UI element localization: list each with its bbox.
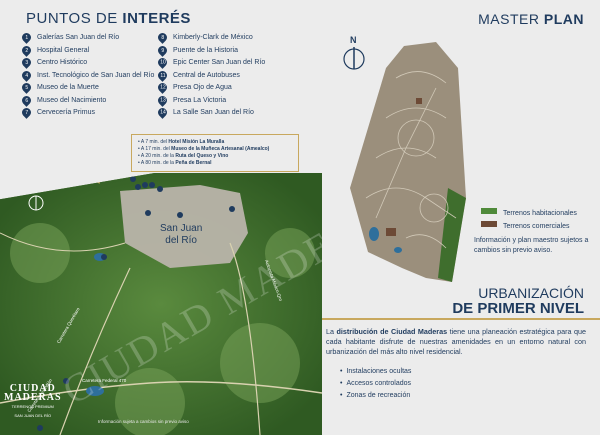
map-pin-icon: 14 xyxy=(156,106,169,119)
urbanizacion-text: La distribución de Ciudad Maderas tiene … xyxy=(326,327,586,356)
map-pin-icon: 10 xyxy=(156,56,169,69)
road-label-470: Carretera Federal 470 xyxy=(82,378,127,383)
map-pin-icon: 3 xyxy=(20,56,33,69)
map-pin-icon: 6 xyxy=(20,93,33,107)
master-north-arrow: N xyxy=(343,35,365,70)
nearby-line: • A 20 min. de la Ruta del Queso y Vino xyxy=(138,153,229,159)
map-pin-icon: 12 xyxy=(156,81,169,94)
map-pin-icon: 11 xyxy=(156,68,169,82)
master-note: Información y plan maestro sujetos a cam… xyxy=(474,237,589,254)
map-pin-icon: 1 xyxy=(20,31,33,44)
nearby-box: • A 7 min. del Hotel Misión La Muralla• … xyxy=(131,134,299,172)
brand-logo: CIUDAD MADERAS TERRENOS PREMIUM SAN JUAN… xyxy=(4,383,62,419)
north-label: N xyxy=(33,182,39,191)
nearby-line: • A 17 min. del Museo de la Muñeca Artes… xyxy=(138,146,270,152)
map-pin-icon: 13 xyxy=(156,93,169,107)
map-pin-icon: 7 xyxy=(20,106,33,119)
map-disclaimer: Información sujeta a cambios sin previo … xyxy=(98,419,189,424)
map-pin-icon: 4 xyxy=(20,68,33,82)
legend-row-commercial: Terrenos comerciales xyxy=(481,215,570,233)
master-plan-title: MASTER PLAN xyxy=(478,11,584,27)
map-pin-icon: 2 xyxy=(20,43,33,57)
terrain-map: N xyxy=(0,173,322,435)
divider xyxy=(322,318,600,320)
urbanizacion-title: URBANIZACIÓN xyxy=(478,285,584,301)
map-pin-icon: 5 xyxy=(20,81,33,94)
nearby-line: • A 80 min. de la Peña de Bernal xyxy=(138,160,212,166)
urbanizacion-subtitle: DE PRIMER NIVEL xyxy=(452,300,584,317)
legend-row-residential: Terrenos habitacionales xyxy=(481,202,577,220)
feature-bullet: Zonas de recreación xyxy=(340,392,410,399)
feature-bullet: Instalaciones ocultas xyxy=(340,368,411,375)
nearby-line: • A 7 min. del Hotel Misión La Muralla xyxy=(138,139,225,145)
svg-text:N: N xyxy=(350,35,357,45)
master-plan-map xyxy=(350,42,466,282)
map-pin-icon: 9 xyxy=(156,43,169,57)
feature-bullet: Accesos controlados xyxy=(340,380,411,387)
map-pin-icon: 8 xyxy=(156,31,169,44)
poi-title: PUNTOS DE INTERÉS xyxy=(26,10,191,27)
